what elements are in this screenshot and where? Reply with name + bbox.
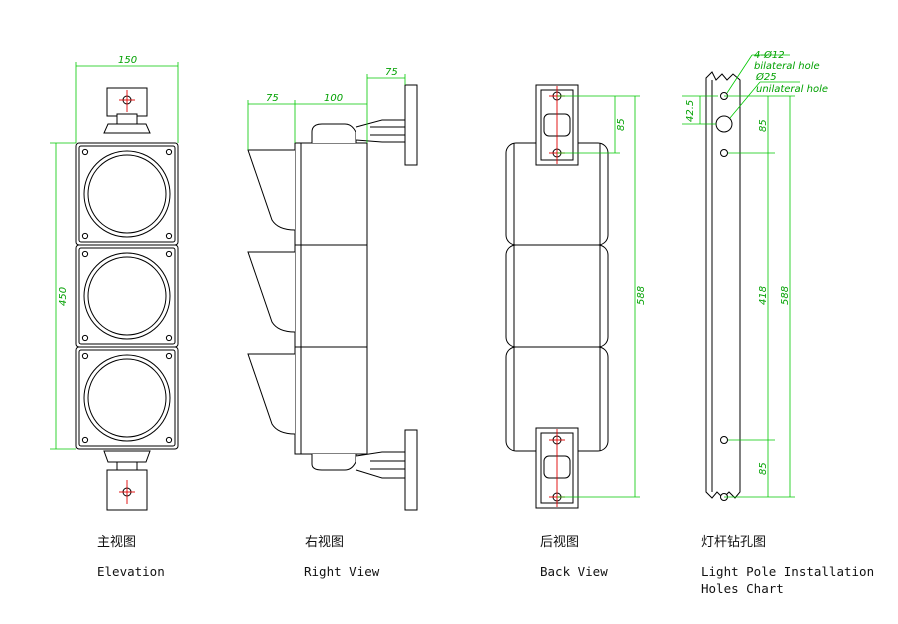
front-module-bottom <box>75 346 179 450</box>
right-view-caption-en: Right View <box>304 564 380 579</box>
side-hood-dim: 75 <box>266 93 279 104</box>
right-view: 75 100 75 <box>247 67 418 511</box>
pole-hole-bilateral-second <box>720 149 728 157</box>
elevation-caption-cn: 主视图 <box>97 535 137 550</box>
bilateral-hole-text: bilateral hole <box>754 61 820 72</box>
front-module-middle <box>75 244 179 348</box>
unilateral-hole-label: Ø25 <box>755 71 777 83</box>
pole-hole-bilateral-third <box>720 436 728 444</box>
visor-top <box>247 149 296 231</box>
visor-middle <box>247 251 296 333</box>
back-module-middle <box>505 244 609 348</box>
pole-caption-cn: 灯杆钻孔图 <box>701 535 767 550</box>
front-module-top <box>75 142 179 246</box>
bilateral-hole-label: 4-Ø12 <box>754 49 785 61</box>
side-body <box>294 142 368 455</box>
pole-mid-dim: 418 <box>758 286 769 305</box>
side-bottom-plate <box>404 429 418 511</box>
back-view-caption-cn: 后视图 <box>540 535 580 550</box>
back-view-caption-en: Back View <box>540 564 608 579</box>
back-total-dim: 588 <box>636 286 647 305</box>
right-view-caption-cn: 右视图 <box>305 535 345 550</box>
front-width-dim: 150 <box>118 55 137 66</box>
side-bottom-cap <box>311 454 357 471</box>
pole-body <box>705 71 741 499</box>
side-top-arm <box>355 119 406 143</box>
side-bottom-arm <box>355 451 406 479</box>
pole-hole-unilateral <box>715 115 733 133</box>
unilateral-hole-text: unilateral hole <box>756 84 828 95</box>
side-top-plate <box>404 84 418 166</box>
back-view: 85 588 <box>505 84 647 509</box>
pole-bottom-dim: 85 <box>758 462 769 475</box>
pole-caption-en-line1: Light Pole Installation <box>701 564 875 579</box>
front-height-dim: 450 <box>58 287 69 306</box>
bottom-bracket-base <box>103 450 151 463</box>
pole-top-dim: 85 <box>758 119 769 132</box>
top-bracket-base <box>103 123 151 134</box>
side-top-cap <box>311 123 357 143</box>
elevation-view: 150 450 <box>50 55 179 511</box>
top-bracket-neck <box>116 113 138 125</box>
pole-total-dim: 588 <box>780 286 791 305</box>
side-body-dim: 100 <box>324 93 343 104</box>
back-spacing-dim: 85 <box>616 118 627 131</box>
elevation-caption-en: Elevation <box>97 564 165 579</box>
pole-caption-en-line2: Holes Chart <box>701 581 784 596</box>
pole-offset-dim: 42.5 <box>685 100 696 122</box>
visor-bottom <box>247 353 296 435</box>
side-bracket-dim: 75 <box>385 67 398 78</box>
pole-view: 4-Ø12 bilateral hole Ø25 unilateral hole… <box>682 49 828 501</box>
